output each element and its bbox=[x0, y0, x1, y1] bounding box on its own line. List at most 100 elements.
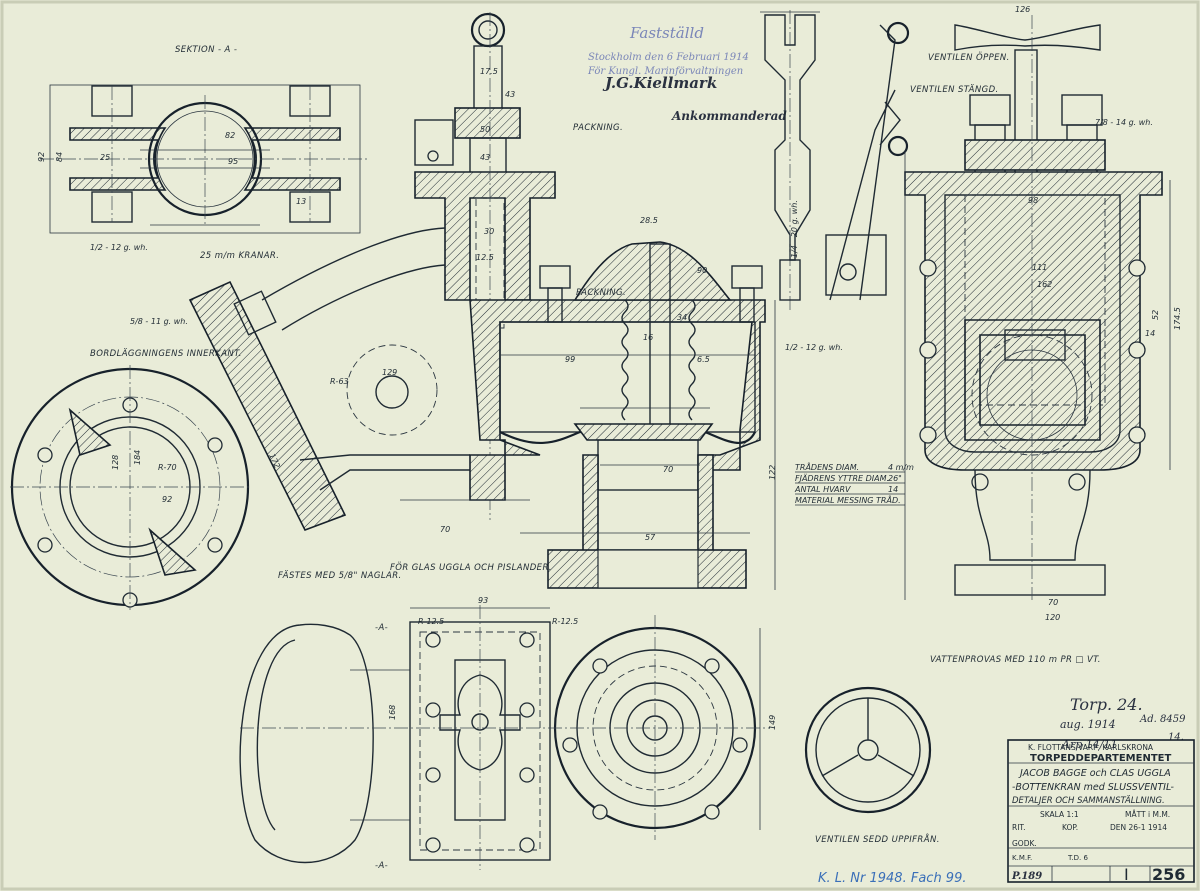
dim-92-flange: 92 bbox=[162, 495, 172, 504]
title-kop: KOP. bbox=[1062, 823, 1078, 832]
dim-84: 84 bbox=[55, 152, 64, 162]
stamp-line1: Stockholm den 6 Februari 1914 bbox=[588, 52, 749, 63]
dim-149: 149 bbox=[768, 715, 777, 730]
dim-126: 126 bbox=[1015, 5, 1030, 14]
main-body-section bbox=[188, 12, 776, 590]
dim-184: 184 bbox=[133, 450, 142, 465]
thread-label-4: 7/8 - 14 g. wh. bbox=[1095, 118, 1153, 127]
spring-coils bbox=[621, 299, 696, 421]
thread-label-1: 1/2 - 12 g. wh. bbox=[90, 243, 148, 252]
spring-row-1-label: TRÅDENS DIAM. bbox=[795, 461, 859, 472]
title-roman: I bbox=[1124, 865, 1129, 884]
valve-top-view bbox=[804, 686, 932, 814]
dim-43: 43 bbox=[505, 90, 515, 99]
archive-note: K. L. Nr 1948. Fach 99. bbox=[818, 871, 966, 886]
dim-50: 50 bbox=[480, 125, 490, 134]
mounting-flange bbox=[10, 365, 250, 610]
fastes-label: FÄSTES MED 5/8" NAGLAR. bbox=[278, 570, 402, 581]
section-a-label: SEKTION - A - bbox=[175, 45, 237, 55]
spring-row-2-value: 26" bbox=[888, 474, 902, 483]
title-matt: MÅTT i M.M. bbox=[1125, 810, 1170, 819]
thread-label-3: 1/2 - 12 g. wh. bbox=[785, 343, 843, 352]
title-org: K. FLOTTANS VARF, KARLSKRONA bbox=[1028, 743, 1154, 752]
dim-90: 90 bbox=[697, 266, 707, 275]
second-signature: Ankommanderad bbox=[671, 109, 787, 123]
stem-fork-detail bbox=[760, 10, 820, 310]
approval-stamp: Fastställd Stockholm den 6 Februari 1914… bbox=[587, 24, 749, 92]
dim-95: 95 bbox=[228, 157, 238, 166]
ventilen-sedd-label: VENTILEN SEDD UPPIFRÅN. bbox=[815, 833, 940, 845]
title-number: 256 bbox=[1152, 865, 1185, 884]
dim-92: 92 bbox=[37, 152, 46, 162]
dim-93: 93 bbox=[478, 596, 488, 605]
dim-57: 57 bbox=[645, 533, 656, 542]
spring-row-3-label: ANTAL HVARV bbox=[794, 485, 851, 494]
dim-r12-5-a: R-12.5 bbox=[418, 617, 444, 626]
spring-row-2-label: FJÄDRENS YTTRE DIAM. bbox=[795, 473, 889, 483]
dim-98: 98 bbox=[1028, 196, 1038, 205]
ventilen-oppen-label: VENTILEN ÖPPEN. bbox=[928, 52, 1010, 63]
dim-r70: R-70 bbox=[158, 463, 177, 472]
section-mark-top: -A- bbox=[375, 623, 388, 633]
dim-r63: R-63 bbox=[330, 377, 349, 386]
spring-table bbox=[795, 471, 905, 506]
title-den: DEN 26-1 1914 bbox=[1110, 823, 1167, 832]
stamp-line2: För Kungl. Marinförvaltningen bbox=[587, 66, 743, 77]
dim-120: 120 bbox=[1045, 613, 1060, 622]
dim-43b: 43 bbox=[480, 153, 490, 162]
hand-note-3: Arp 14/11 bbox=[1061, 738, 1117, 751]
dim-14: 14 bbox=[1145, 329, 1155, 338]
dim-12-5: 12.5 bbox=[476, 253, 494, 262]
dim-129: 129 bbox=[382, 368, 397, 377]
dim-25: 25 bbox=[100, 153, 110, 162]
dim-122: 122 bbox=[768, 465, 777, 480]
dim-70b: 70 bbox=[440, 525, 450, 534]
title-line3: DETALJER OCH SAMMANSTÄLLNING. bbox=[1012, 795, 1165, 806]
dim-6-5: 6.5 bbox=[697, 355, 710, 364]
torp-note: Torp. 24. bbox=[1070, 695, 1143, 714]
lever-detail bbox=[825, 21, 910, 301]
spring-row-1-value: 4 m/m bbox=[888, 463, 914, 472]
bordlaggning-label: BORDLÄGGNINGENS INNERKANT. bbox=[90, 348, 242, 359]
section-a-view bbox=[40, 84, 370, 234]
dim-174-5: 174.5 bbox=[1173, 307, 1182, 330]
dim-70-side: 70 bbox=[1048, 598, 1058, 607]
spring-row-3-value: 14 bbox=[888, 485, 898, 494]
dim-52: 52 bbox=[1151, 310, 1160, 320]
for-glas-label: FÖR GLAS UGGLA OCH PISLANDER. bbox=[390, 562, 552, 573]
packning-label-1: PACKNING. bbox=[573, 123, 623, 133]
title-skala: SKALA 1:1 bbox=[1040, 810, 1079, 819]
title-rit: RIT. bbox=[1012, 823, 1026, 832]
dim-34: 34 bbox=[677, 313, 687, 322]
dim-30: 30 bbox=[484, 227, 494, 236]
dim-168: 168 bbox=[388, 705, 397, 720]
dim-162: 162 bbox=[1037, 280, 1052, 289]
thread-label-2: 5/8 - 11 g. wh. bbox=[130, 317, 188, 326]
stamp-signature: J.G.Kiellmark bbox=[602, 74, 717, 92]
title-kmf-label: K.M.F. bbox=[1012, 854, 1032, 862]
dim-70: 70 bbox=[663, 465, 673, 474]
dim-17-5: 17.5 bbox=[480, 67, 498, 76]
dim-13: 13 bbox=[296, 197, 306, 206]
title-td: T.D. 6 bbox=[1067, 854, 1089, 862]
hand-note-1: aug. 1914 bbox=[1060, 718, 1116, 731]
dim-16: 16 bbox=[643, 333, 653, 342]
title-godk: GODK. bbox=[1012, 839, 1037, 848]
thread-label-stem: 1/4 - 20 g. wh. bbox=[790, 200, 799, 258]
title-kmf-value: P.189 bbox=[1011, 871, 1042, 882]
dim-82: 82 bbox=[225, 131, 235, 140]
stamp-title: Fastställd bbox=[629, 24, 704, 42]
dim-128: 128 bbox=[111, 455, 120, 470]
spring-row-4-label: MATERIAL MESSING TRÅD. bbox=[795, 494, 901, 505]
dim-99: 99 bbox=[565, 355, 575, 364]
dim-r12-5-b: R-12.5 bbox=[552, 617, 578, 626]
title-block bbox=[1007, 739, 1195, 883]
title-line1: JACOB BAGGE och CLAS UGGLA bbox=[1018, 768, 1171, 779]
hand-note-4: 14. bbox=[1168, 732, 1184, 743]
title-dept: TORPEDDEPARTEMENTET bbox=[1030, 753, 1171, 764]
side-view bbox=[904, 15, 1171, 600]
hand-note-2: Ad. 8459 bbox=[1139, 714, 1186, 725]
packning-label-2: PACKNING. bbox=[576, 288, 626, 298]
